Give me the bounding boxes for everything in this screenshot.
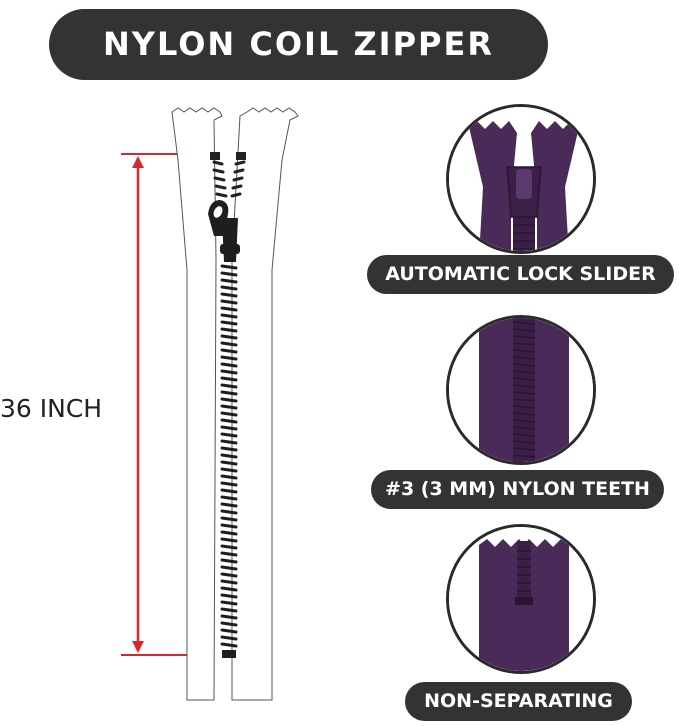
slider-closeup-image [446, 104, 596, 254]
feature-label-lock-slider: AUTOMATIC LOCK SLIDER [367, 255, 674, 294]
teeth-closeup-image [446, 315, 596, 465]
page-title: NYLON COIL ZIPPER [49, 9, 548, 80]
feature-label-non-separating: NON-SEPARATING [405, 682, 632, 721]
feature-label-teeth: #3 (3 MM) NYLON TEETH [371, 470, 664, 509]
length-label: 36 INCH [0, 394, 103, 423]
bottom-stop-closeup-image [446, 524, 596, 674]
